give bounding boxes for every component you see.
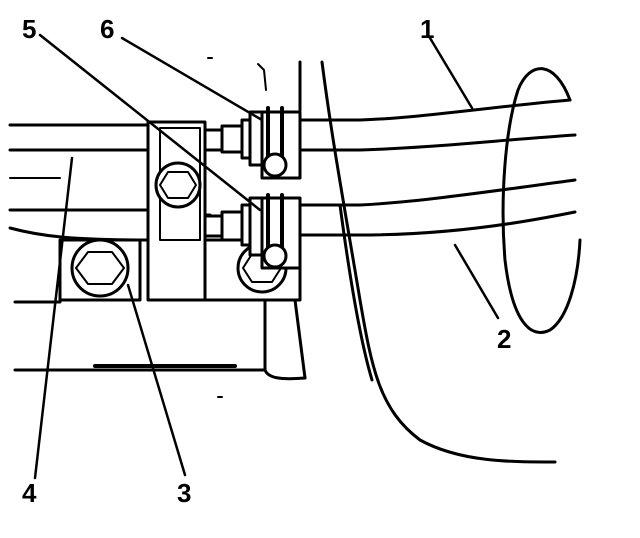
- retainer-clip-upper: [260, 106, 302, 180]
- leader-3: [126, 283, 187, 477]
- bracket-bolt-3: [70, 238, 130, 298]
- bracket-bolt-upper: [154, 161, 202, 209]
- callout-3: 3: [177, 478, 191, 508]
- leader-lines: [33, 33, 500, 480]
- callout-5: 5: [22, 14, 36, 44]
- lower-frame: [13, 298, 307, 381]
- cooler-line-upper: [283, 98, 577, 152]
- housing-outline: [257, 60, 557, 464]
- callout-2: 2: [497, 324, 511, 354]
- retainer-clip-lower: [260, 193, 302, 270]
- cooler-ellipse: [501, 67, 582, 334]
- cooler-line-lower: [288, 178, 577, 237]
- registration-marks: [207, 57, 223, 398]
- callout-6: 6: [100, 14, 114, 44]
- callout-1: 1: [420, 14, 434, 44]
- leader-1: [428, 36, 474, 110]
- callout-4: 4: [22, 478, 37, 508]
- leader-5: [38, 33, 262, 212]
- leader-2: [453, 243, 500, 320]
- leader-6: [120, 36, 264, 122]
- leader-4: [33, 156, 74, 480]
